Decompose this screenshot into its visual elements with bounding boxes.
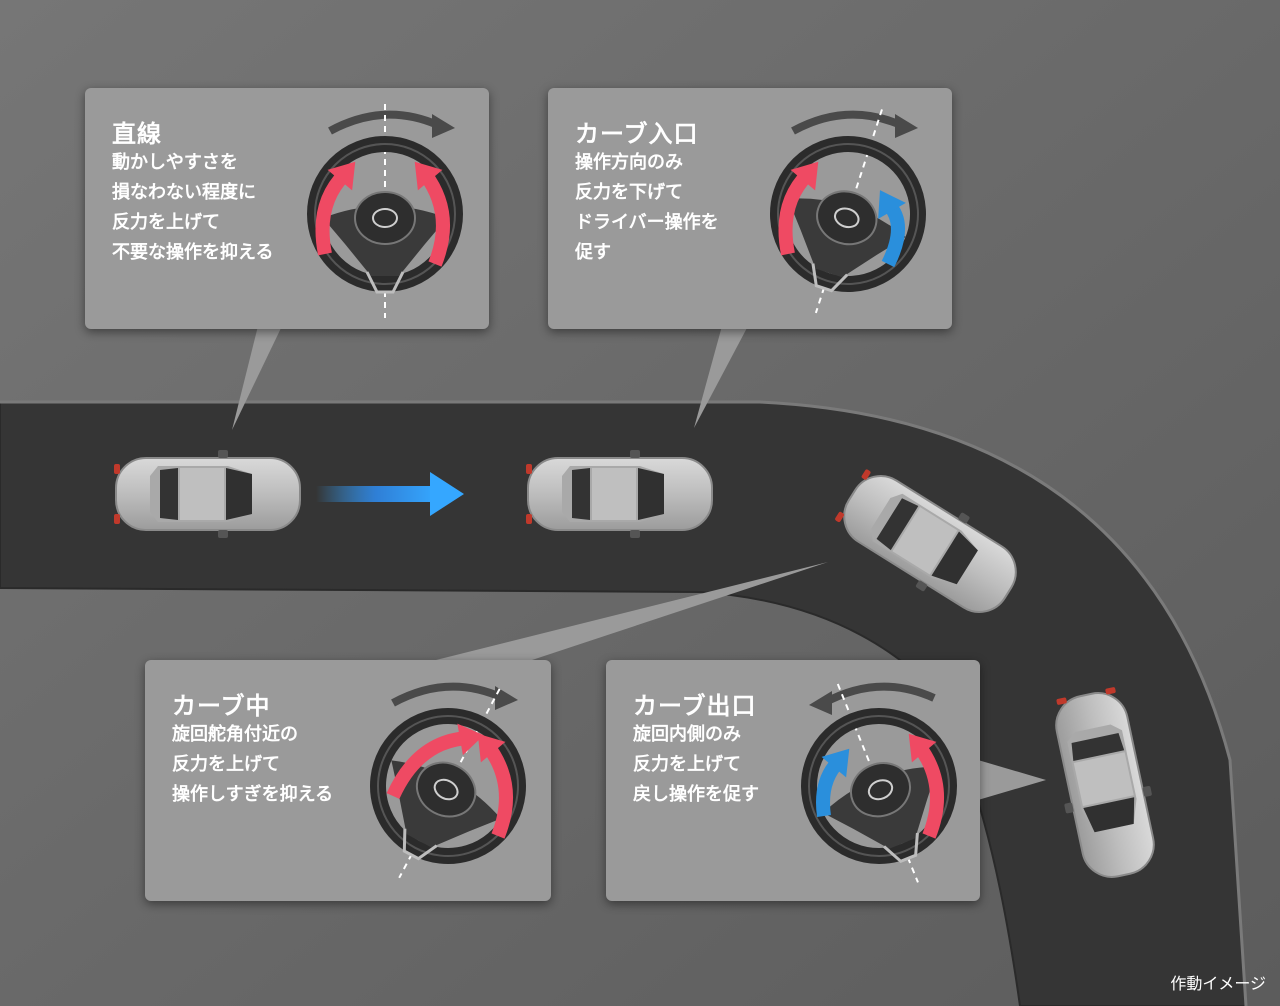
steering-wheel-icon <box>370 682 526 879</box>
road-edge-highlight <box>0 400 1248 1006</box>
pointer-curve-entry <box>694 326 748 428</box>
red-force-arrow <box>315 169 351 256</box>
wheel-lower-trim <box>365 271 405 294</box>
wheel-rim-highlight <box>777 143 919 285</box>
panel-line: 戻し操作を促す <box>633 784 759 805</box>
pointer-curve-exit <box>978 760 1046 800</box>
panel-description: 動かしやすさを 損なわない程度に 反力を上げて 不要な操作を抑える <box>112 148 273 268</box>
red-force-arrowhead <box>790 161 819 191</box>
panel-line: 反力を上げて <box>633 754 741 775</box>
pointer-straight <box>232 326 282 430</box>
wheel-rim-highlight <box>808 715 950 857</box>
panel-straight: 直線 動かしやすさを 損なわない程度に 反力を上げて 不要な操作を抑える <box>85 88 489 329</box>
wheel-hub <box>816 190 878 246</box>
panel-curve-mid: カーブ中 旋回舵角付近の 反力を上げて 操作しすぎを抑える <box>145 660 551 901</box>
rotation-arrowhead <box>895 114 918 138</box>
rotation-arrowhead <box>495 686 518 710</box>
logo-emblem <box>867 779 894 801</box>
panel-line: 旋回内側のみ <box>633 724 741 745</box>
red-force-arrowhead <box>477 733 506 763</box>
panel-description: 操作方向のみ 反力を下げて ドライバー操作を 促す <box>575 148 719 268</box>
red-force-arrowhead <box>457 723 484 756</box>
wheel-lower-trim <box>883 832 919 864</box>
panel-line: 旋回舵角付近の <box>172 724 298 745</box>
panel-line: ドライバー操作を <box>575 212 719 233</box>
rotation-arrow <box>391 682 505 707</box>
panel-line: 促す <box>575 242 611 263</box>
wheel-rim-highlight <box>314 143 456 285</box>
car-straight <box>113 449 301 539</box>
wheel-lower-trim <box>402 828 438 861</box>
wheel-hub <box>354 191 416 245</box>
rotation-arrowhead <box>432 114 455 138</box>
panel-title: カーブ入口 <box>575 120 699 148</box>
rotation-arrowhead <box>809 691 832 715</box>
panel-title: カーブ出口 <box>633 692 757 720</box>
red-force-arrow <box>482 741 513 839</box>
blue-force-arrowhead <box>821 748 850 778</box>
logo-emblem <box>834 207 860 229</box>
wheel-hub <box>850 762 911 818</box>
red-force-arrow <box>419 169 450 267</box>
panel-description: 旋回舵角付近の 反力を上げて 操作しすぎを抑える <box>172 720 333 810</box>
pointer-curve-mid <box>420 562 828 664</box>
panel-line: 反力を上げて <box>172 754 280 775</box>
panel-line: 動かしやすさを <box>112 152 238 173</box>
logo-emblem <box>433 778 459 801</box>
travel-direction-arrow <box>316 472 464 516</box>
steering-wheel-icon <box>770 109 926 314</box>
steering-wheel-icon <box>307 104 463 318</box>
wheel-lower-trim <box>811 263 849 293</box>
rotation-arrow <box>791 110 905 135</box>
steering-wheel-icon <box>801 682 957 883</box>
red-force-arrow <box>913 741 944 839</box>
panel-title: 直線 <box>112 120 162 148</box>
panel-title: カーブ中 <box>172 692 271 720</box>
panel-curve-entry: カーブ入口 操作方向のみ 反力を下げて ドライバー操作を 促す <box>548 88 952 329</box>
rotation-arrow <box>822 682 936 707</box>
red-force-arrowhead <box>908 733 937 763</box>
wheel-hub <box>415 761 477 818</box>
red-force-arrow <box>778 169 814 256</box>
panel-line: 損なわない程度に <box>112 182 256 203</box>
logo-emblem <box>372 208 398 228</box>
caption: 作動イメージ <box>1170 974 1266 993</box>
blue-force-arrowhead <box>878 190 906 219</box>
rotation-arrow <box>328 110 442 135</box>
panel-line: 操作方向のみ <box>575 152 683 173</box>
panel-line: 操作しすぎを抑える <box>172 784 334 805</box>
panel-line: 反力を下げて <box>575 182 683 203</box>
panel-line: 反力を上げて <box>112 212 220 233</box>
red-force-arrowhead <box>414 161 443 191</box>
red-force-arrowhead <box>327 161 356 191</box>
panel-description: 旋回内側のみ 反力を上げて 戻し操作を促す <box>633 720 759 810</box>
panel-line: 不要な操作を抑える <box>112 242 274 263</box>
red-force-arrow <box>386 731 469 800</box>
car-curve-entry <box>525 449 713 539</box>
panel-curve-exit: カーブ出口 旋回内側のみ 反力を上げて 戻し操作を促す <box>606 660 980 901</box>
